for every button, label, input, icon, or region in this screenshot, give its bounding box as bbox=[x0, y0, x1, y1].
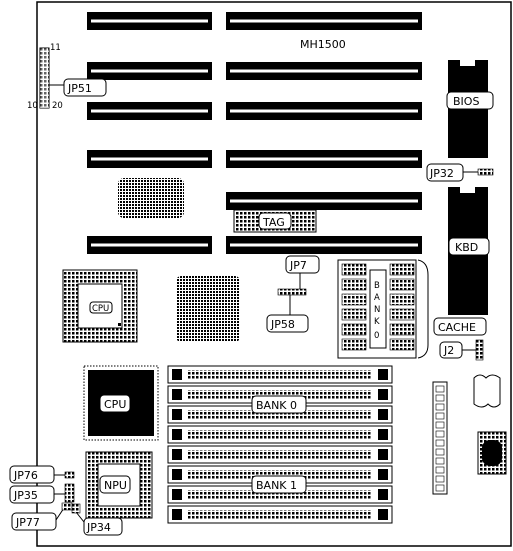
cache-chip-left-2 bbox=[341, 278, 367, 291]
cache-bank-letter-5: 0 bbox=[374, 331, 379, 341]
simm-bank-1-label-box: BANK 1 bbox=[251, 475, 307, 494]
jp51-label: JP51 bbox=[67, 82, 92, 95]
simm-slot-3 bbox=[167, 405, 393, 424]
expansion-slot-left-5 bbox=[87, 236, 212, 254]
jp51-pin-10: 10 bbox=[27, 101, 38, 111]
power-pin-6 bbox=[435, 430, 445, 438]
jp7-label: JP7 bbox=[289, 259, 307, 272]
cache-chip-left-3 bbox=[341, 293, 367, 306]
cache-chip-left-5 bbox=[341, 323, 367, 336]
cache-chip-right-2 bbox=[389, 278, 415, 291]
power-pin-12 bbox=[435, 484, 445, 492]
keyboard-connector bbox=[477, 431, 507, 475]
power-connector bbox=[432, 381, 448, 495]
cache-label: CACHE bbox=[438, 321, 476, 334]
expansion-slot-left-2 bbox=[87, 62, 212, 80]
cache-chip-left-6 bbox=[341, 338, 367, 351]
expansion-slot-right-1 bbox=[226, 12, 422, 30]
j2-header: J2 bbox=[439, 339, 484, 361]
power-pin-10 bbox=[435, 466, 445, 474]
keyboard-controller-chip: KBD bbox=[448, 187, 490, 315]
battery-outline bbox=[473, 374, 501, 408]
expansion-slot-left-3 bbox=[87, 102, 212, 120]
cache-bank-letter-1: B bbox=[374, 281, 380, 291]
expansion-slot-right-5 bbox=[226, 192, 422, 210]
j2-label: J2 bbox=[443, 344, 454, 357]
cache-bank-letter-2: A bbox=[374, 293, 380, 303]
simm-slot-5 bbox=[167, 445, 393, 464]
cache-chip-right-4 bbox=[389, 308, 415, 321]
jp35-label: JP35 bbox=[13, 489, 38, 502]
power-pin-4 bbox=[435, 412, 445, 420]
cache-chip-left-4 bbox=[341, 308, 367, 321]
chipset-upper bbox=[118, 178, 184, 218]
cache-label-box: CACHE bbox=[433, 317, 487, 336]
jp51-pin-20: 20 bbox=[52, 101, 63, 111]
cpu-small-label: CPU bbox=[92, 304, 109, 314]
jp76-header: JP76 bbox=[9, 465, 75, 484]
simm-slot-1 bbox=[167, 365, 393, 384]
power-pin-5 bbox=[435, 421, 445, 429]
jp51-header: 11 10 20 JP51 bbox=[27, 43, 107, 111]
simm-bank-0-label-box: BANK 0 bbox=[251, 395, 307, 414]
jp58-label: JP58 bbox=[270, 318, 295, 331]
jp32-label: JP32 bbox=[429, 167, 454, 180]
jp51-pin-11: 11 bbox=[50, 43, 61, 53]
power-pin-2 bbox=[435, 394, 445, 402]
jp76-label: JP76 bbox=[13, 469, 38, 482]
power-pin-3 bbox=[435, 403, 445, 411]
jp34-header: JP34 bbox=[71, 503, 123, 536]
cache-bank-0: B A N K 0 bbox=[337, 259, 417, 359]
bios-chip: BIOS bbox=[446, 60, 494, 158]
jp35-header: JP35 bbox=[9, 483, 75, 504]
expansion-slot-left-4 bbox=[87, 150, 212, 168]
jp34-label: JP34 bbox=[86, 521, 111, 534]
cache-chip-right-5 bbox=[389, 323, 415, 336]
cpu-chip: CPU bbox=[83, 365, 159, 441]
cache-chip-right-3 bbox=[389, 293, 415, 306]
cache-chip-right-1 bbox=[389, 263, 415, 276]
cache-bank-letter-3: N bbox=[374, 305, 380, 315]
cpu-socket-small: CPU bbox=[62, 269, 138, 343]
cache-bracket bbox=[417, 259, 429, 359]
npu-socket: NPU bbox=[85, 451, 153, 519]
cache-bank-letter-4: K bbox=[374, 317, 380, 327]
power-pin-8 bbox=[435, 448, 445, 456]
board-model-label: MH1500 bbox=[300, 38, 346, 51]
cache-chip-right-6 bbox=[389, 338, 415, 351]
kbd-label: KBD bbox=[455, 241, 478, 254]
bios-label: BIOS bbox=[453, 95, 479, 108]
jp7-jp58-header: JP7 JP58 bbox=[266, 255, 320, 333]
simm-slot-2 bbox=[167, 385, 393, 404]
power-pin-7 bbox=[435, 439, 445, 447]
power-pin-11 bbox=[435, 475, 445, 483]
cpu-label: CPU bbox=[104, 398, 126, 411]
simm-slots bbox=[167, 365, 393, 524]
tag-ram: TAG bbox=[233, 209, 317, 233]
power-pin-1 bbox=[435, 385, 445, 393]
cache-chip-left-1 bbox=[341, 263, 367, 276]
jp32-header: JP32 bbox=[426, 163, 494, 182]
expansion-slot-left-1 bbox=[87, 12, 212, 30]
expansion-slot-right-4 bbox=[226, 150, 422, 168]
simm-bank-1-label: BANK 1 bbox=[256, 479, 297, 492]
expansion-slot-right-6 bbox=[226, 236, 422, 254]
jp77-label: JP77 bbox=[15, 516, 40, 529]
tag-label: TAG bbox=[262, 216, 285, 229]
power-pin-9 bbox=[435, 457, 445, 465]
expansion-slot-right-3 bbox=[226, 102, 422, 120]
simm-slot-4 bbox=[167, 425, 393, 444]
chipset-middle bbox=[176, 276, 240, 342]
expansion-slot-right-2 bbox=[226, 62, 422, 80]
npu-label: NPU bbox=[104, 479, 127, 492]
expansion-slots-left bbox=[87, 12, 212, 254]
simm-bank-0-label: BANK 0 bbox=[256, 399, 297, 412]
simm-slot-8 bbox=[167, 505, 393, 524]
expansion-slots-right bbox=[226, 12, 422, 254]
jp77-header: JP77 bbox=[11, 502, 73, 531]
